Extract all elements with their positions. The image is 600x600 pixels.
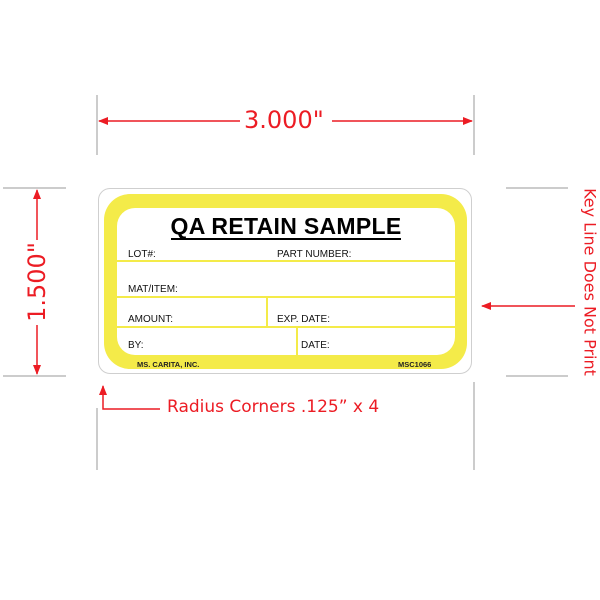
label-key-line [98,188,472,374]
field-by: BY: [128,340,144,351]
divider-1 [117,260,455,262]
label-body: QA RETAIN SAMPLE LOT#: PART NUMBER: MAT/… [117,208,455,355]
radius-note: Radius Corners .125” x 4 [167,397,380,417]
field-lot: LOT#: [128,249,156,260]
label-title: QA RETAIN SAMPLE [170,213,402,240]
footer-code: MSC1066 [398,360,432,369]
footer-company: MS. CARITA, INC. [137,360,200,369]
field-part-number: PART NUMBER: [277,249,352,260]
divider-3 [117,326,455,328]
key-line-note: Key Line Does Not Print [580,188,600,376]
radius-arrow [99,385,160,410]
width-dimension-label: 3.000" [244,106,324,134]
field-mat-item: MAT/ITEM: [128,284,178,295]
field-amount: AMOUNT: [128,314,173,325]
divider-vertical-2 [296,326,298,355]
divider-vertical-1 [266,296,268,326]
height-dimension-label: 1.500" [23,242,51,322]
field-exp-date: EXP. DATE: [277,314,330,325]
divider-2 [117,296,455,298]
field-date: DATE: [301,340,330,351]
